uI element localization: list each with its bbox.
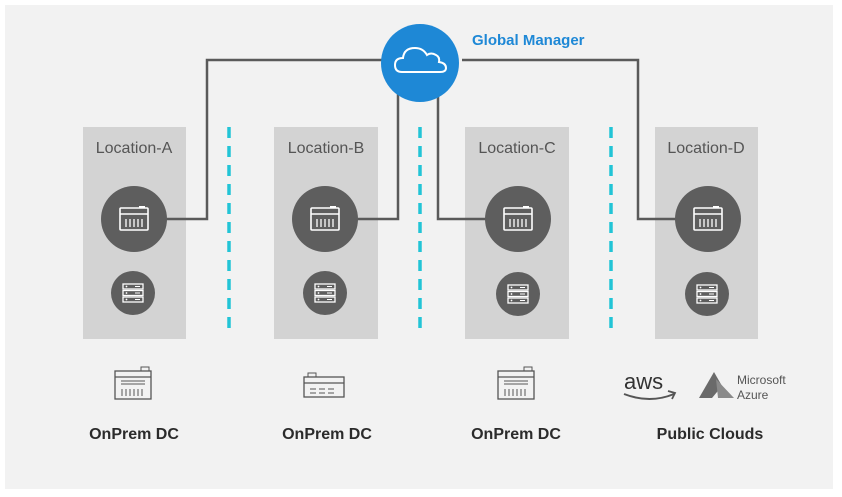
- cloud-icon: [393, 46, 448, 73]
- aws-logo: aws: [623, 369, 677, 400]
- location-d-label: Location-D: [667, 140, 744, 157]
- connector-c: [436, 90, 490, 221]
- azure-logo-line2: Azure: [737, 388, 769, 402]
- datacenter-flat-icon: [303, 372, 345, 398]
- azure-logo-line1: Microsoft: [737, 373, 786, 387]
- datacenter-icon: [114, 366, 152, 400]
- site-label-c: OnPrem DC: [471, 426, 561, 443]
- server-node-a: [111, 271, 155, 315]
- location-dividers: [227, 127, 613, 335]
- site-label-d: Public Clouds: [657, 426, 764, 443]
- azure-logo: Microsoft Azure: [699, 372, 786, 402]
- location-b-label: Location-B: [288, 140, 365, 157]
- site-label-a: OnPrem DC: [89, 426, 179, 443]
- site-label-b: OnPrem DC: [282, 426, 372, 443]
- datacenter-icon: [497, 366, 535, 400]
- local-manager-node-c: [485, 186, 551, 252]
- connector-b: [348, 90, 400, 221]
- server-node-b: [303, 271, 347, 315]
- global-manager-node: [381, 24, 459, 102]
- local-manager-node-d: [675, 186, 741, 252]
- connection-lines: [158, 58, 680, 221]
- location-c-label: Location-C: [478, 140, 555, 157]
- local-manager-node-b: [292, 186, 358, 252]
- connector-d: [462, 58, 680, 221]
- aws-logo-text: aws: [624, 369, 663, 394]
- server-node-d: [685, 272, 729, 316]
- location-a-label: Location-A: [96, 140, 173, 157]
- server-node-c: [496, 272, 540, 316]
- local-manager-node-a: [101, 186, 167, 252]
- connector-a: [158, 58, 382, 221]
- global-manager-label: Global Manager: [472, 32, 585, 49]
